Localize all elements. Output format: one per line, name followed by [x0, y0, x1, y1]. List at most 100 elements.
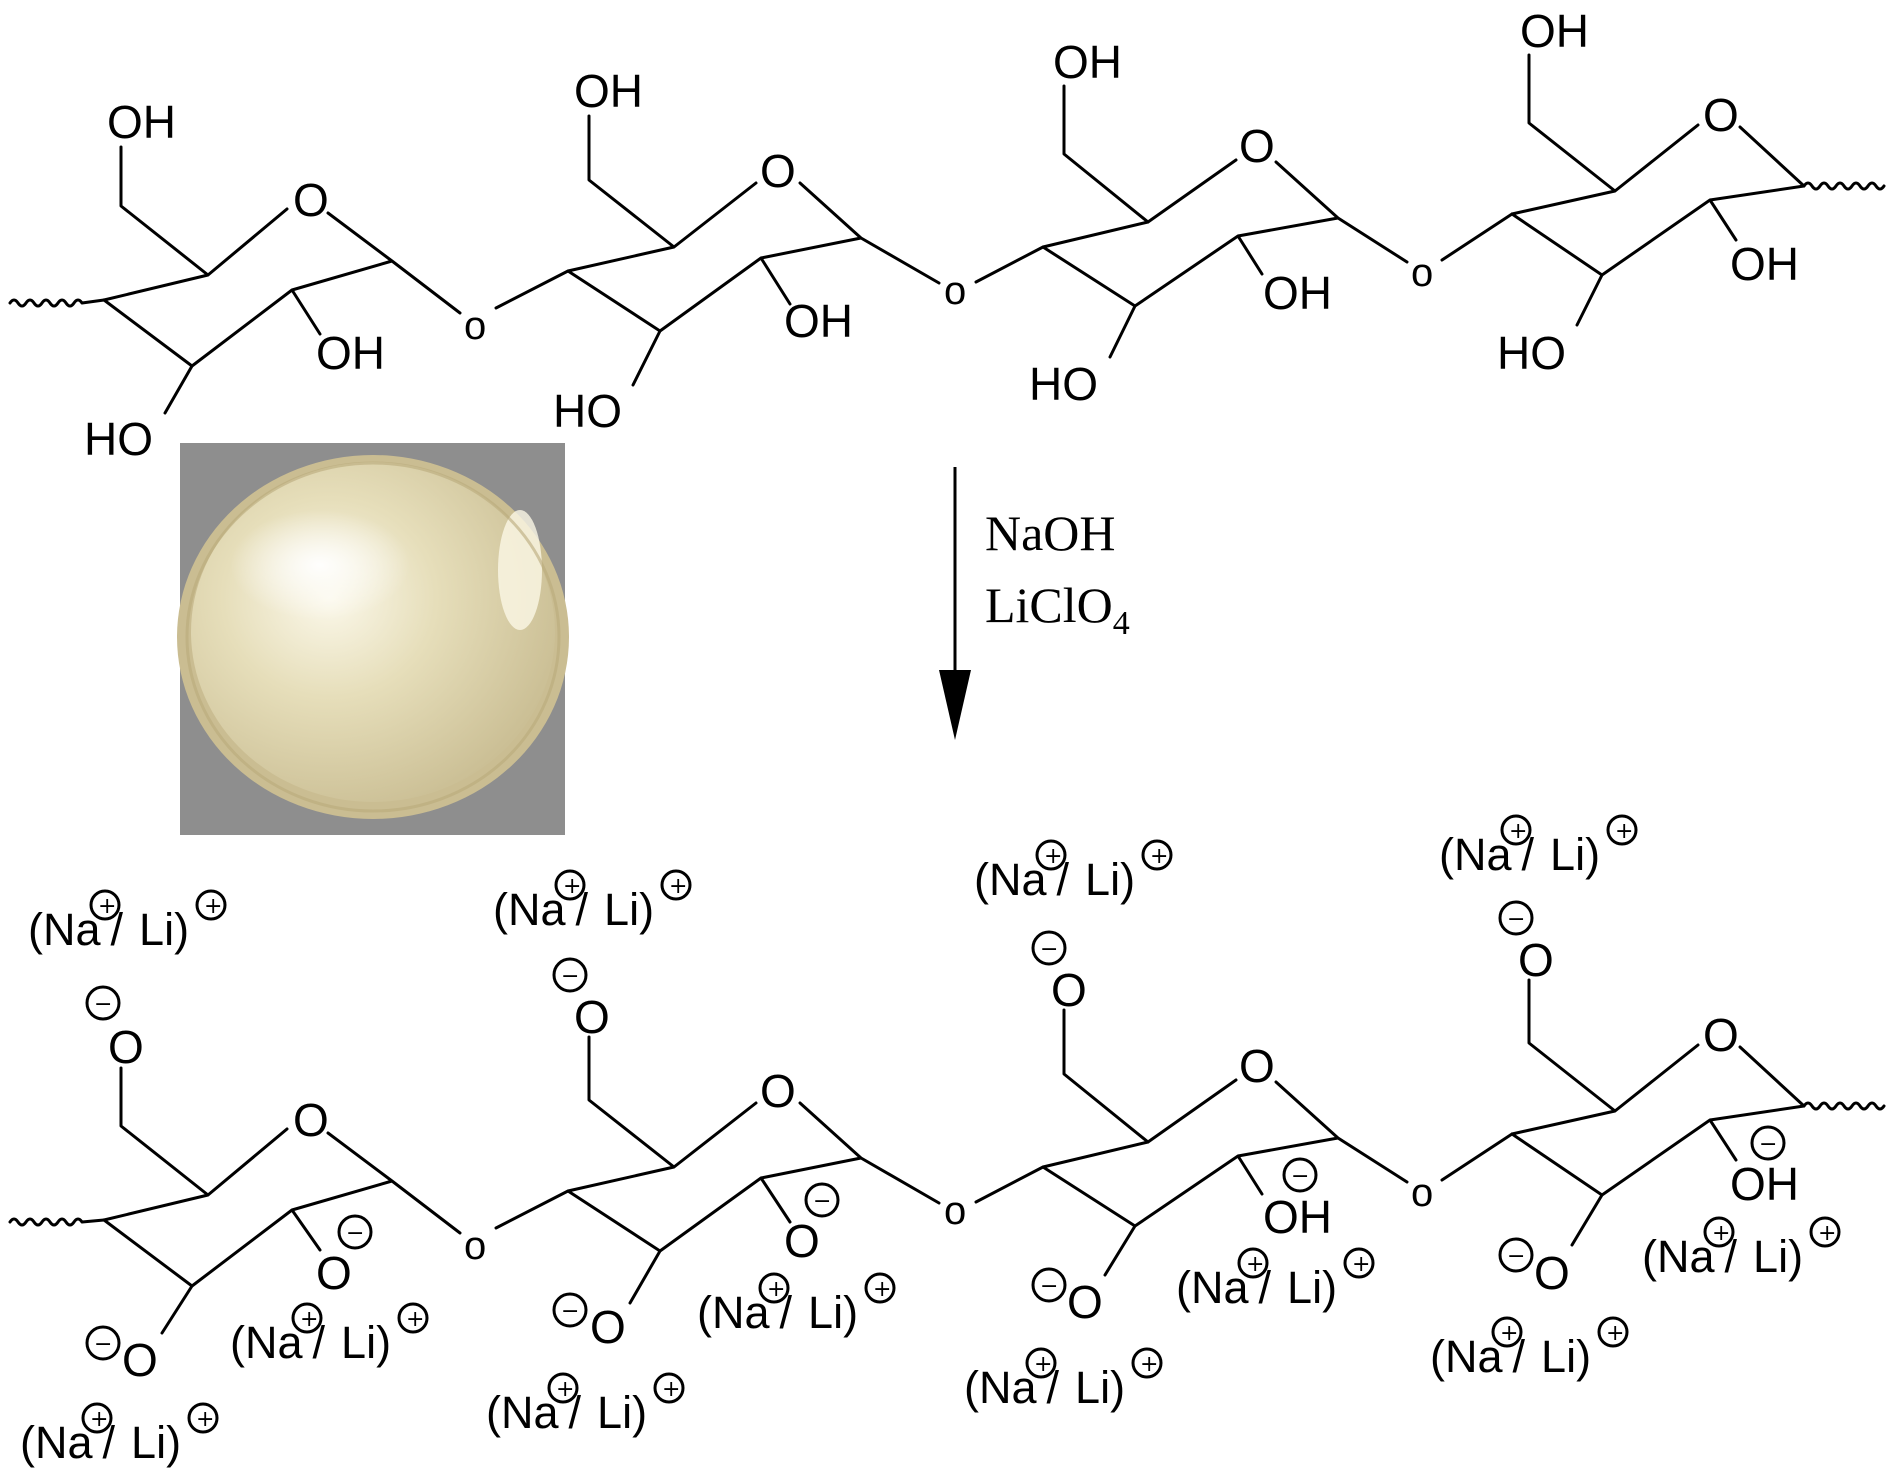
- positive-charge-icon: [1703, 1216, 1735, 1248]
- positive-sign: +: [563, 874, 581, 899]
- negative-sign: −: [561, 964, 579, 989]
- negative-charge-icon: [1031, 1267, 1067, 1303]
- ring-oxygen-3: O: [1239, 1040, 1275, 1092]
- hydroxyl-c2-2: OH: [784, 295, 853, 347]
- negative-charge-icon: [337, 1214, 373, 1250]
- positive-charge-icon: [554, 869, 586, 901]
- ring-oxygen-4: O: [1703, 1009, 1739, 1061]
- film-inner-ring: [185, 461, 561, 813]
- chain-end-wave-right: [1802, 181, 1886, 191]
- positive-sign: +: [873, 1277, 891, 1302]
- alkoxide-c2-3: − OH: [1263, 1157, 1332, 1243]
- alkoxide-c2-1: − O: [316, 1214, 373, 1299]
- positive-sign: +: [1615, 819, 1633, 844]
- alkoxide-oxygen: O: [1067, 1276, 1103, 1328]
- reagent-naoh: NaOH: [985, 505, 1116, 561]
- negative-charge-icon: [1282, 1157, 1318, 1193]
- positive-sign: +: [1606, 1321, 1624, 1346]
- counter-ion-c3-3: (Na/Li) + +: [964, 1347, 1163, 1413]
- alkoxide-oxygen: O: [1534, 1247, 1570, 1299]
- positive-charge-icon: [1237, 1247, 1269, 1279]
- positive-sign: +: [1140, 1352, 1158, 1377]
- hydroxyl-c3-3: HO: [1029, 358, 1098, 410]
- negative-sign: −: [94, 1332, 112, 1357]
- positive-sign: +: [669, 874, 687, 899]
- bridge-oxygen-2: o: [944, 1189, 966, 1233]
- positive-charge-icon: [547, 1372, 579, 1404]
- hydroxyl-c2-1: OH: [316, 327, 385, 379]
- alkoxide-oxygen: O: [590, 1301, 626, 1353]
- hydroxyl-c6-2: OH: [574, 65, 643, 117]
- counter-ion-label: (Na/Li): [1430, 1331, 1591, 1382]
- alkoxide-oxygen: O: [316, 1247, 352, 1299]
- positive-charge-icon: [653, 1372, 685, 1404]
- alkoxide-c3-3: − O: [1031, 1267, 1103, 1328]
- ring-oxygen-3: O: [1239, 120, 1275, 172]
- negative-sign: −: [94, 992, 112, 1017]
- negative-charge-icon: [1750, 1125, 1786, 1161]
- positive-sign: +: [1818, 1221, 1836, 1246]
- counter-ion-c2-4: (Na/Li) + +: [1642, 1216, 1841, 1282]
- positive-charge-icon: [1500, 814, 1532, 846]
- ring-oxygen-1: O: [293, 174, 329, 226]
- counter-ion-c6-3: (Na/Li) + +: [974, 839, 1173, 905]
- positive-charge-icon: [660, 869, 692, 901]
- cellulose-film-photo: [177, 443, 569, 835]
- hydroxyl-c2-4: OH: [1730, 238, 1799, 290]
- negative-sign: −: [346, 1221, 364, 1246]
- negative-charge-icon: [552, 1292, 588, 1328]
- positive-charge-icon: [397, 1302, 429, 1334]
- ring-oxygen-2: O: [760, 1065, 796, 1117]
- positive-charge-icon: [864, 1272, 896, 1304]
- reaction-arrow-head: [939, 670, 971, 740]
- positive-sign: +: [90, 1407, 108, 1432]
- positive-charge-icon: [1597, 1316, 1629, 1348]
- ring-2-bonds: [494, 1035, 941, 1305]
- ring-1-bonds: [102, 1066, 462, 1335]
- counter-ion-label: (Na/Li): [230, 1317, 391, 1368]
- bridge-oxygen-3: o: [1411, 251, 1433, 295]
- alkoxide-c3-4: − O: [1498, 1237, 1570, 1299]
- hydroxyl-c6-3: OH: [1053, 36, 1122, 88]
- cellulose-chain-bottom: O O O O o o o − O − O − O − O: [8, 814, 1886, 1468]
- positive-charge-icon: [195, 889, 227, 921]
- positive-sign: +: [556, 1377, 574, 1402]
- counter-ion-c6-4: (Na/Li) + +: [1439, 814, 1638, 880]
- positive-sign: +: [1712, 1221, 1730, 1246]
- alkoxide-c2-4: − OH: [1730, 1125, 1799, 1210]
- chain-end-wave-left: [8, 298, 106, 308]
- positive-sign: +: [1150, 844, 1168, 869]
- alkoxide-c6-1: − O: [85, 985, 144, 1073]
- ring-oxygen-4: O: [1703, 89, 1739, 141]
- positive-charge-icon: [1025, 1347, 1057, 1379]
- ring-2-bonds: [494, 114, 941, 387]
- positive-charge-icon: [758, 1272, 790, 1304]
- ring-oxygen-1: O: [293, 1094, 329, 1146]
- positive-sign: +: [406, 1307, 424, 1332]
- ring-4-bonds: [1440, 978, 1806, 1247]
- counter-ion-label: (Na/Li): [697, 1287, 858, 1338]
- ring-4-bonds: [1440, 53, 1806, 327]
- film-disc: [191, 462, 555, 802]
- negative-charge-icon: [552, 957, 588, 993]
- negative-sign: −: [813, 1189, 831, 1214]
- positive-sign: +: [767, 1277, 785, 1302]
- positive-sign: +: [1044, 844, 1062, 869]
- film-highlight-edge: [498, 510, 542, 630]
- alkoxide-oxygen: O: [784, 1215, 820, 1267]
- counter-ion-c3-4: (Na/Li) + +: [1430, 1316, 1629, 1382]
- bridge-oxygen-3: o: [1411, 1171, 1433, 1215]
- alkoxide-oxygen: O: [1051, 964, 1087, 1016]
- negative-sign: −: [1040, 1274, 1058, 1299]
- negative-sign: −: [1040, 937, 1058, 962]
- counter-ion-c2-1: (Na/Li) + +: [230, 1302, 429, 1368]
- positive-sign: +: [204, 894, 222, 919]
- counter-ion-c2-2: (Na/Li) + +: [697, 1272, 896, 1338]
- negative-charge-icon: [804, 1182, 840, 1218]
- counter-ion-label: (Na/Li): [493, 884, 654, 935]
- bridge-oxygen-1: o: [464, 1224, 486, 1268]
- chain-end-wave-right: [1802, 1101, 1886, 1111]
- positive-charge-icon: [1809, 1216, 1841, 1248]
- negative-charge-icon: [85, 1325, 121, 1361]
